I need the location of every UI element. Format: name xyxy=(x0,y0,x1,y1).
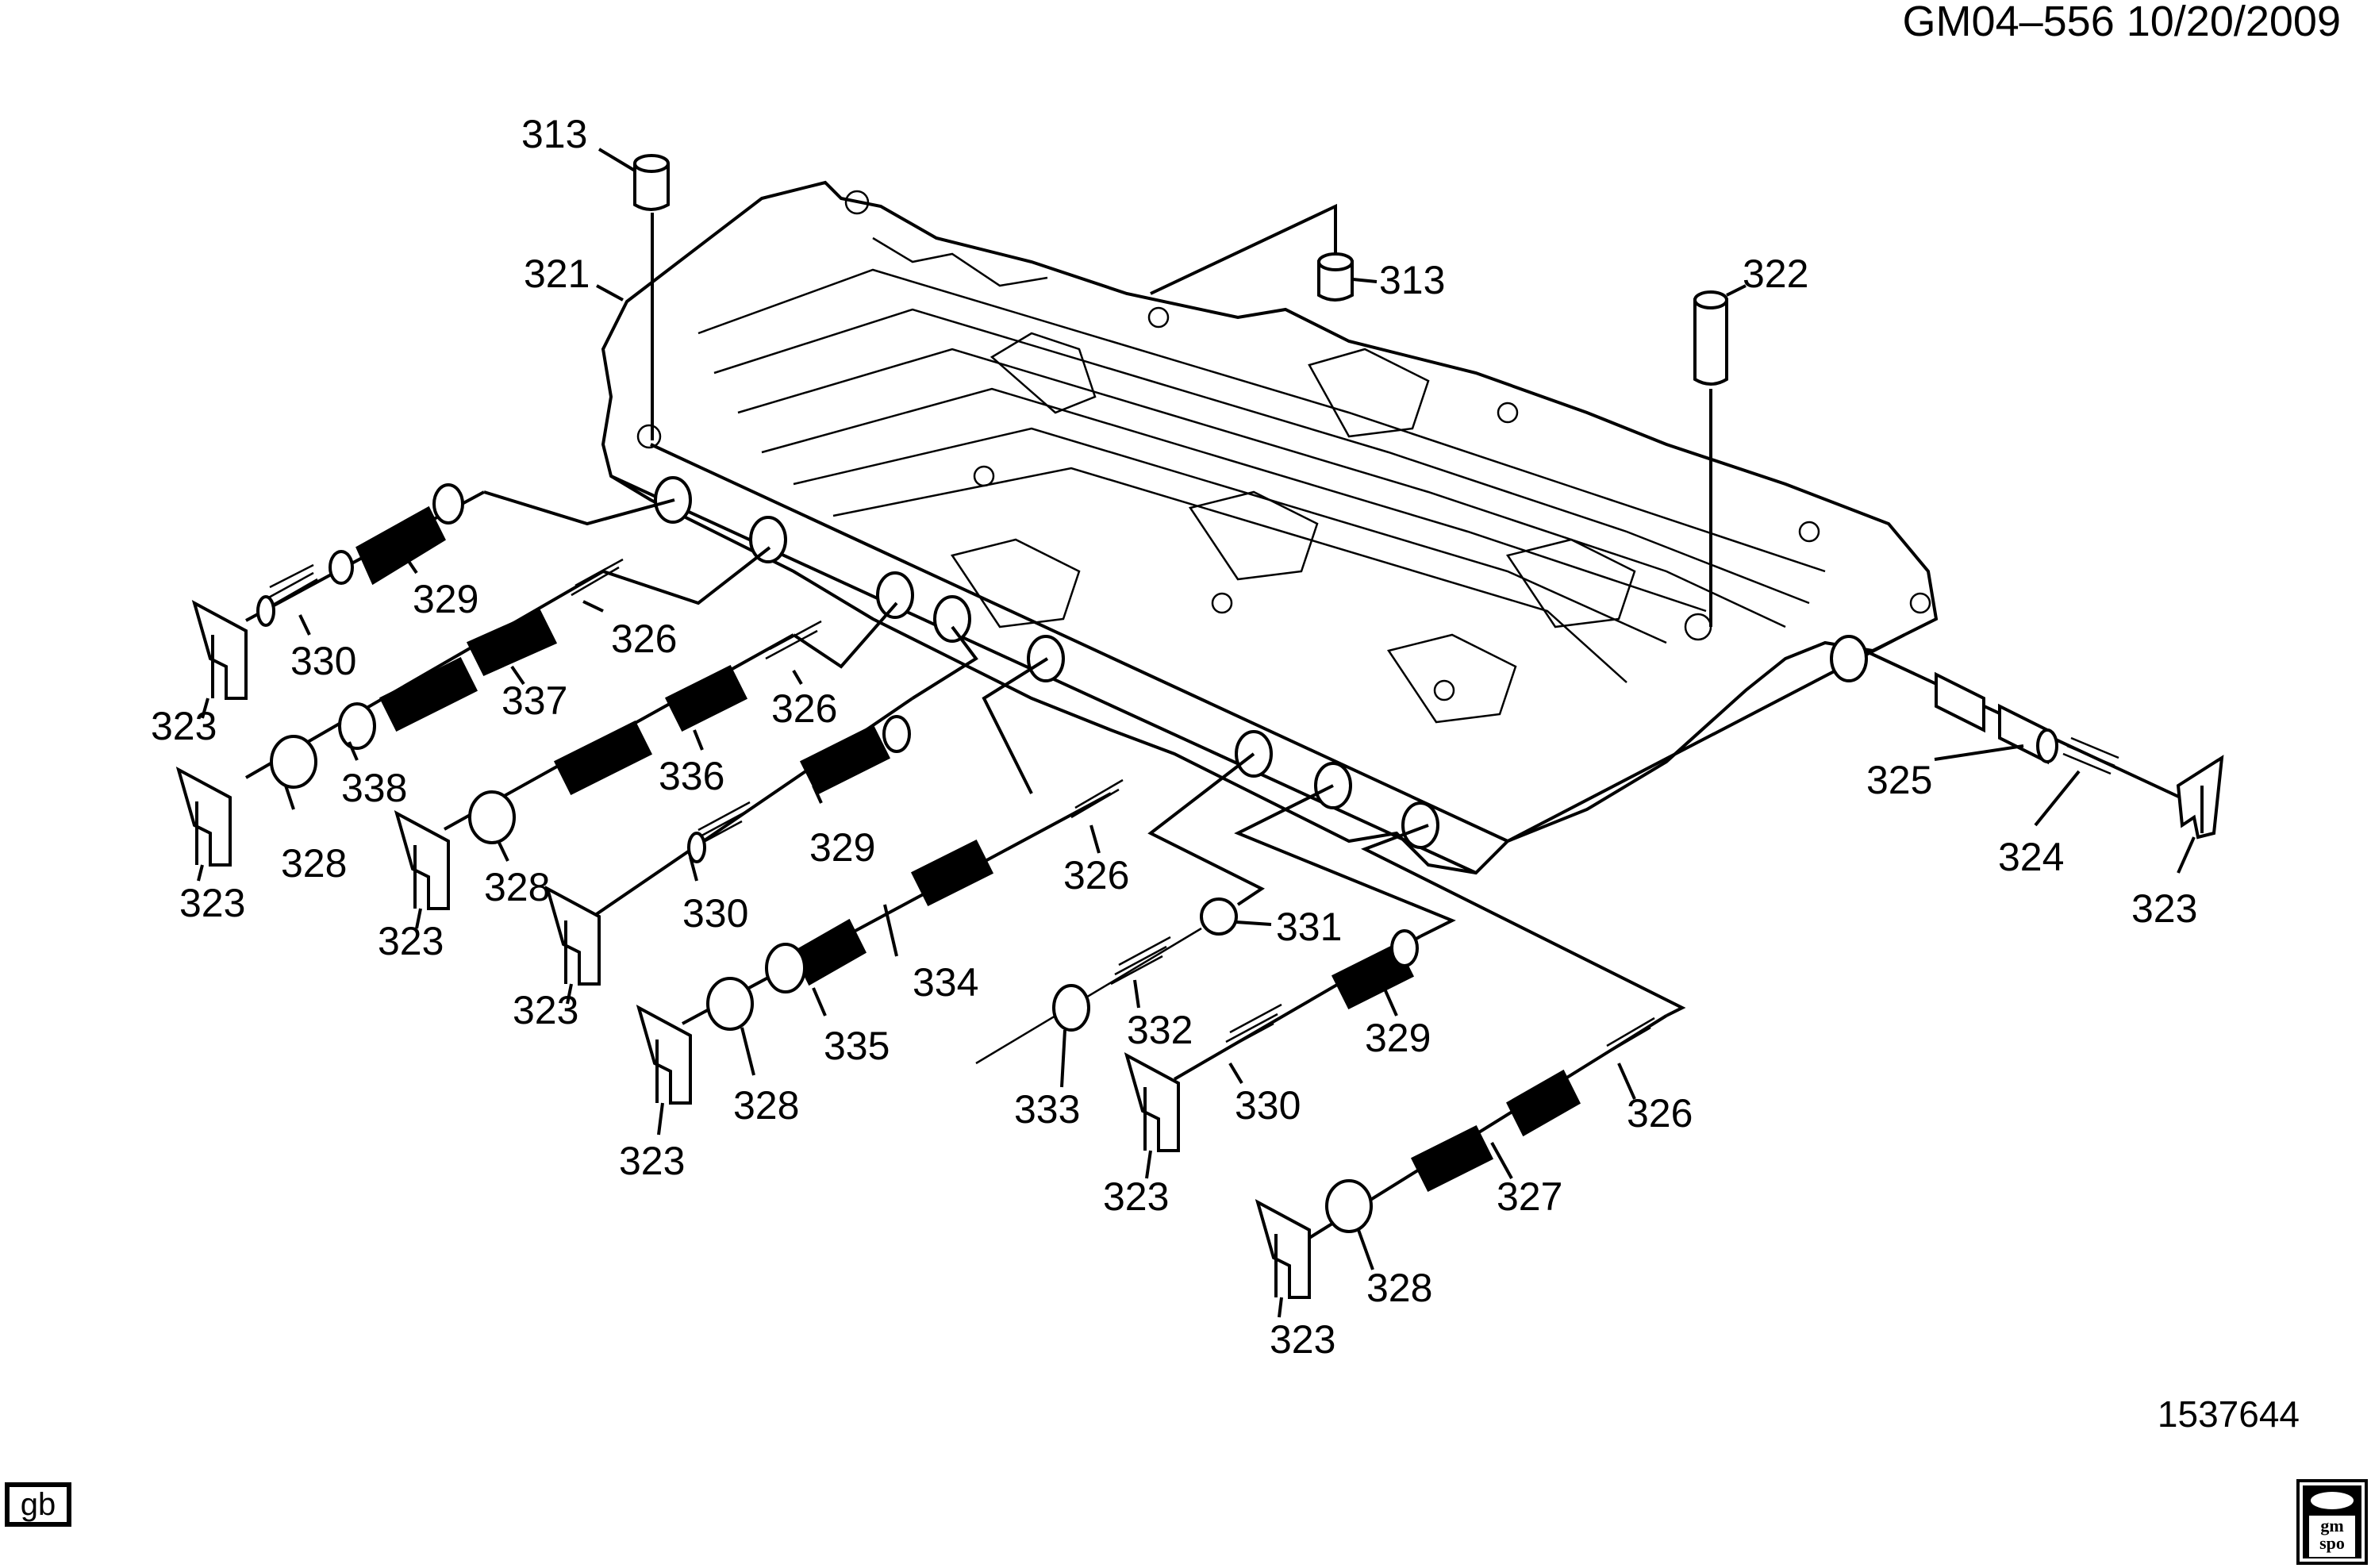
pin-322 xyxy=(1693,290,1728,627)
callout-326: 326 xyxy=(1063,853,1129,897)
callout-329: 329 xyxy=(413,577,478,621)
callout-323: 323 xyxy=(513,988,578,1032)
callout-334: 334 xyxy=(913,960,978,1005)
callout-337: 337 xyxy=(501,678,567,723)
callout-323: 323 xyxy=(179,881,245,925)
valve-assembly-row-8 xyxy=(1255,824,1686,1299)
callout-330: 330 xyxy=(682,891,748,936)
callout-313: 313 xyxy=(521,112,587,156)
logo-line-spo: spo xyxy=(2319,1533,2345,1553)
valve-assembly-row-6 xyxy=(975,752,1272,1065)
callout-313: 313 xyxy=(1379,258,1445,302)
callout-332: 332 xyxy=(1127,1008,1193,1052)
callout-323: 323 xyxy=(151,704,217,748)
callout-322: 322 xyxy=(1743,252,1808,296)
callout-323: 323 xyxy=(619,1139,685,1183)
gmspo-logo: gm spo xyxy=(2296,1479,2368,1565)
logo-oval xyxy=(2311,1492,2354,1509)
callout-336: 336 xyxy=(659,754,724,798)
callout-329: 329 xyxy=(809,825,875,870)
valve-assembly-row-4 xyxy=(544,625,978,986)
callout-335: 335 xyxy=(824,1024,890,1068)
callout-328: 328 xyxy=(281,841,347,886)
callout-323: 323 xyxy=(1270,1317,1335,1362)
leader-lines xyxy=(197,148,2196,1318)
callout-325: 325 xyxy=(1866,758,1932,802)
callout-323: 323 xyxy=(1103,1174,1169,1219)
valve-assembly-row-2 xyxy=(175,546,771,867)
callout-333: 333 xyxy=(1014,1087,1080,1132)
valve-assembly-row-7 xyxy=(1124,784,1456,1152)
illustration-number: 1537644 xyxy=(2157,1393,2300,1435)
callout-338: 338 xyxy=(341,766,407,810)
valve-assembly-right xyxy=(1864,649,2224,840)
callout-323: 323 xyxy=(2131,886,2197,931)
callout-328: 328 xyxy=(1366,1266,1432,1310)
callout-326: 326 xyxy=(1627,1091,1693,1136)
logo-line-gm: gm xyxy=(2320,1516,2344,1535)
callout-329: 329 xyxy=(1365,1016,1431,1060)
logo-text: gm spo xyxy=(2309,1516,2355,1557)
callout-326: 326 xyxy=(771,686,837,731)
callout-labels: 313 321 313 322 329 330 326 337 323 326 … xyxy=(151,112,2197,1362)
pin-313-right xyxy=(1150,203,1354,302)
callout-326: 326 xyxy=(611,617,677,661)
diagram-reference-date: GM04–556 10/20/2009 xyxy=(1902,0,2341,45)
callout-328: 328 xyxy=(733,1083,799,1128)
valve-assembly-row-3 xyxy=(394,601,898,910)
callout-331: 331 xyxy=(1276,905,1342,949)
language-badge: gb xyxy=(5,1482,71,1527)
callout-323: 323 xyxy=(378,919,444,963)
callout-321: 321 xyxy=(524,252,590,296)
pin-313-left xyxy=(633,154,670,440)
callout-330: 330 xyxy=(290,639,356,683)
valve-body-321 xyxy=(601,180,1939,875)
valve-assembly-row-1 xyxy=(191,483,675,700)
valve-assembly-row-5 xyxy=(636,657,1124,1105)
callout-330: 330 xyxy=(1235,1083,1301,1128)
callout-328: 328 xyxy=(484,865,550,909)
callout-327: 327 xyxy=(1497,1174,1562,1219)
callout-324: 324 xyxy=(1998,835,2064,879)
